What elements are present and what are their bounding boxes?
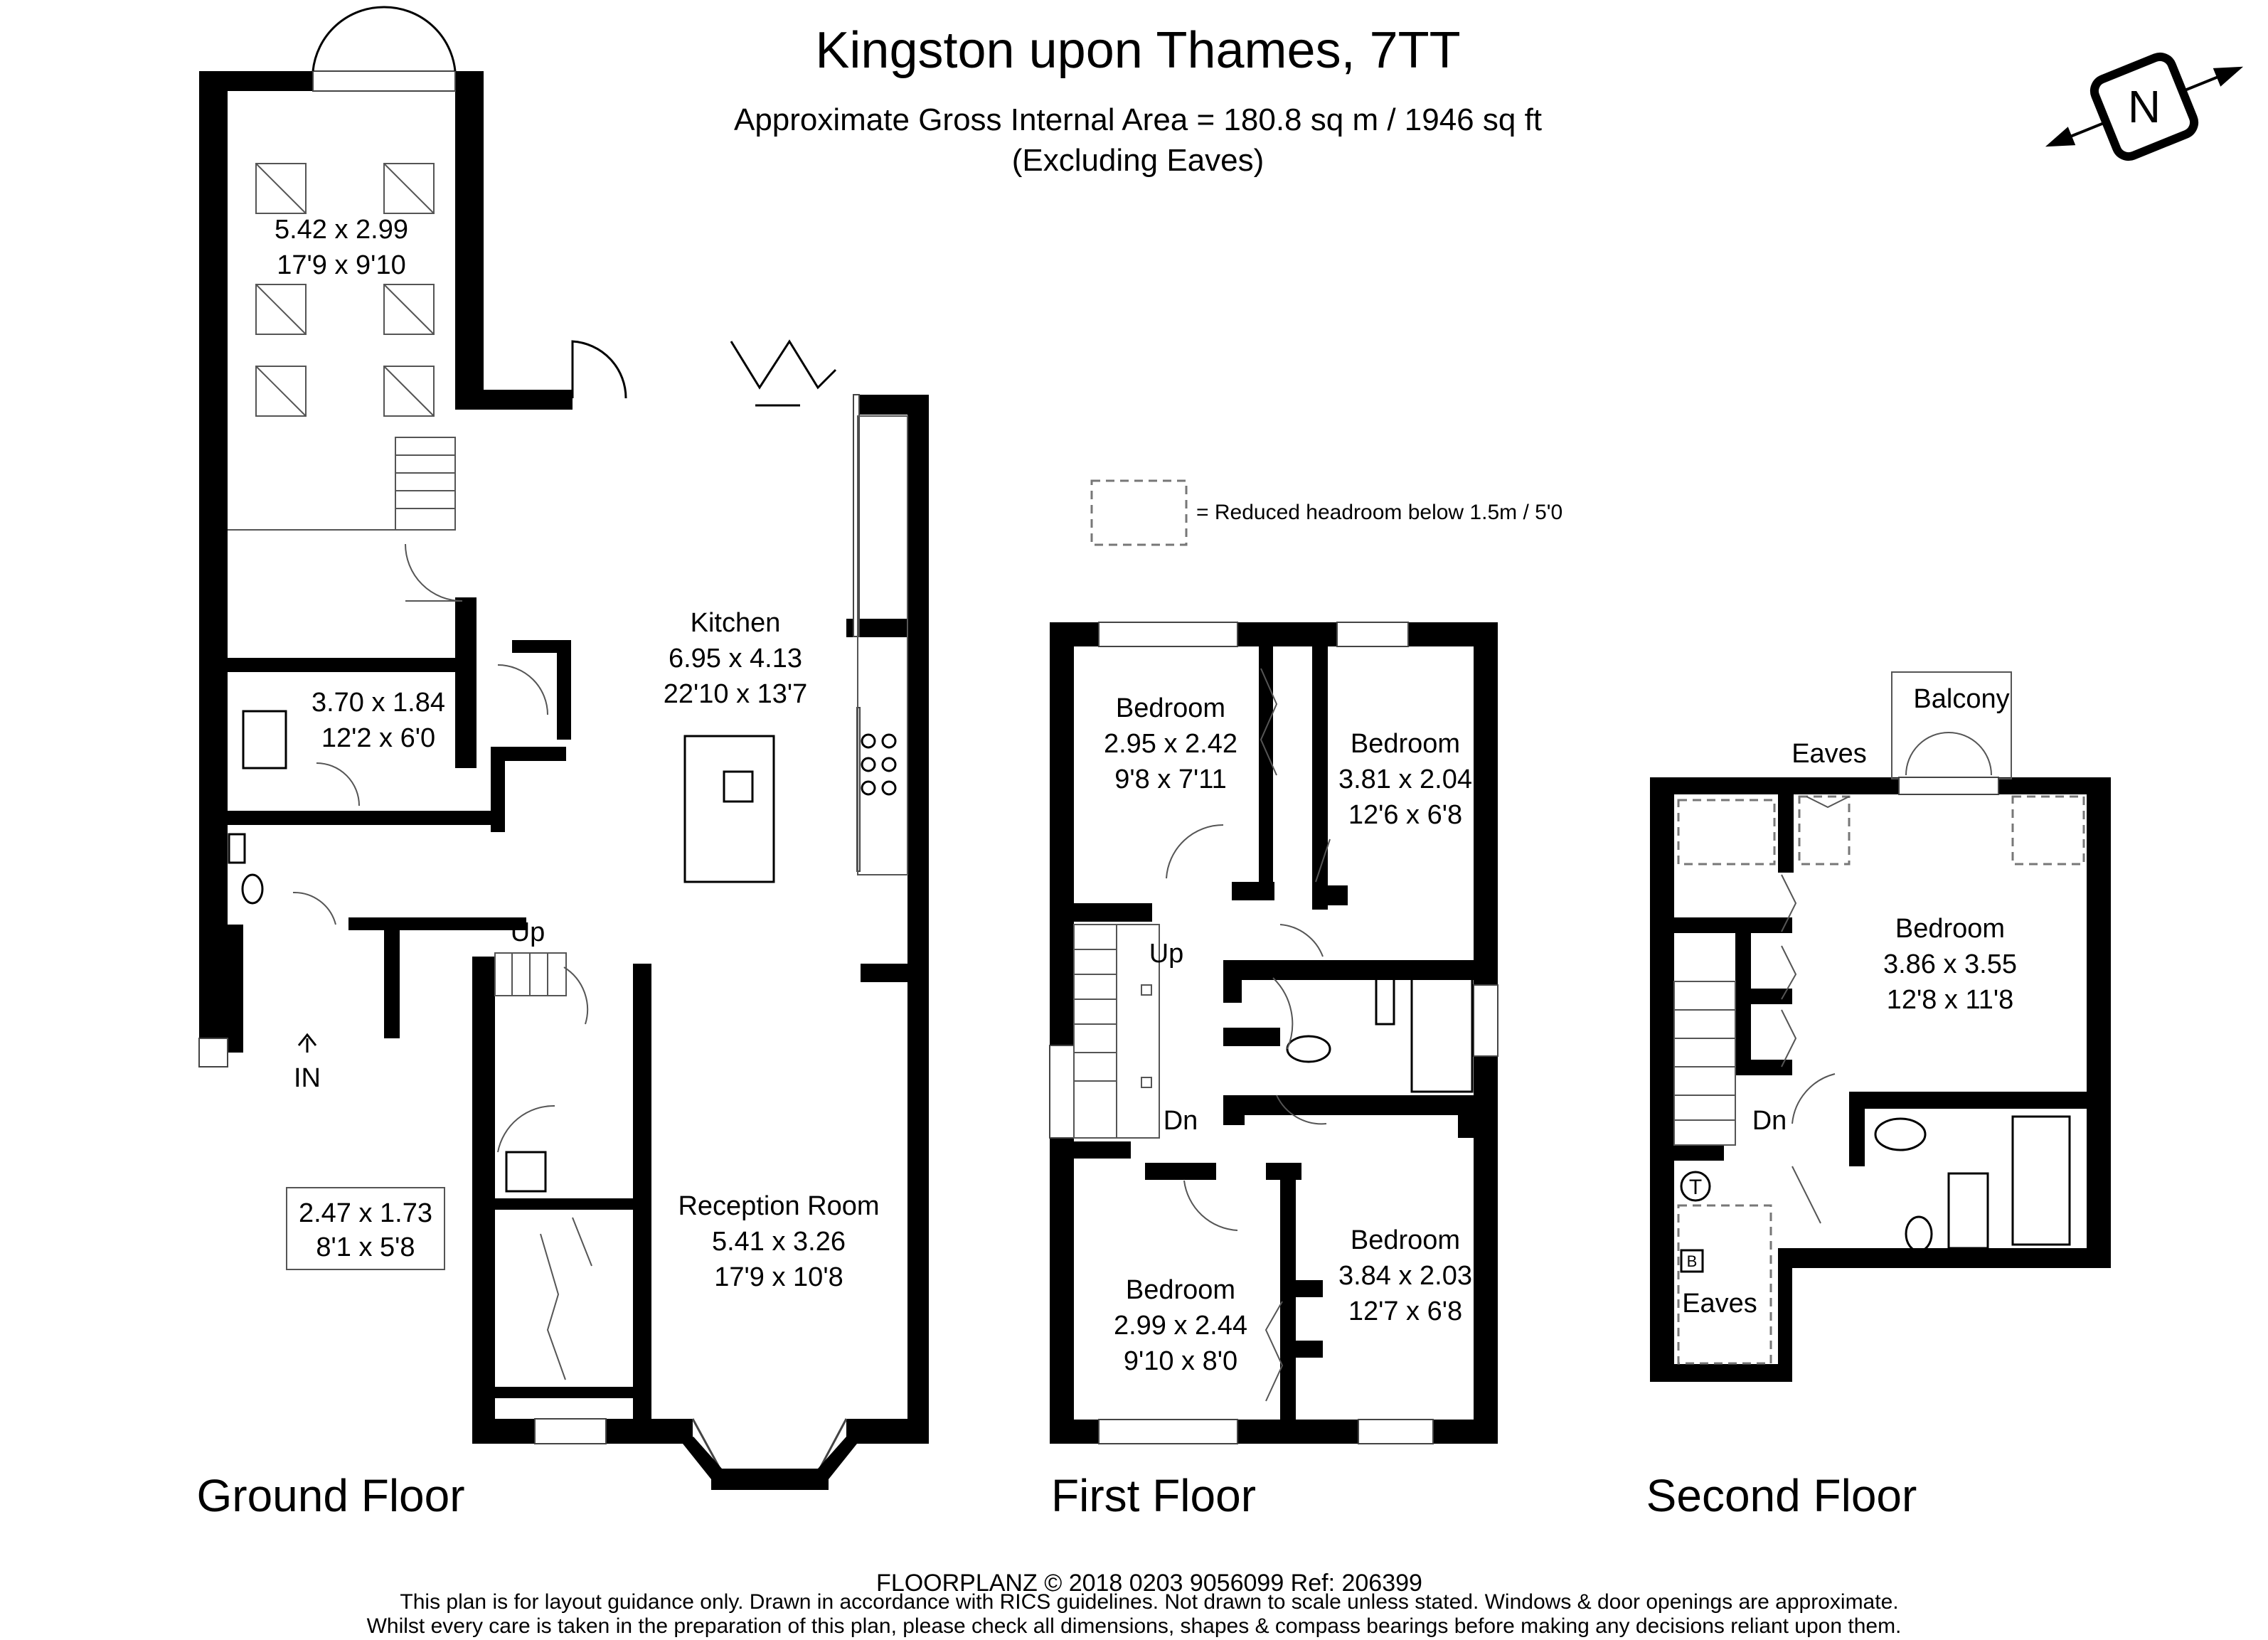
first-bedroom2-dim-m: 3.81 x 2.04 [1338,765,1472,794]
gross-area: Approximate Gross Internal Area = 180.8 … [734,102,1542,137]
kitchen-name: Kitchen [691,608,781,638]
footer-disclaimer-1: This plan is for layout guidance only. D… [400,1590,1898,1614]
reception-dim-m: 5.41 x 3.26 [712,1227,846,1257]
compass-north-label: N [2128,81,2161,132]
boiler-label: B [1687,1252,1698,1270]
footer-disclaimer-2: Whilst every care is taken in the prepar… [366,1614,1902,1638]
first-bedroom4-name: Bedroom [1351,1225,1460,1255]
first-bedroom2-name: Bedroom [1351,729,1460,759]
first-bedroom4-dim-m: 3.84 x 2.03 [1338,1261,1472,1291]
study-dim-m: 2.47 x 1.73 [299,1198,432,1228]
first-stairs-up-label: Up [1149,939,1184,969]
entrance-arrow-icon [297,1033,317,1053]
first-bedroom1-dim-ft: 9'8 x 7'11 [1114,765,1226,794]
first-bedroom1-name: Bedroom [1116,693,1225,723]
garden-room-dim-m: 5.42 x 2.99 [275,215,408,245]
reception-name: Reception Room [678,1191,879,1221]
first-bedroom3-dim-m: 2.99 x 2.44 [1114,1311,1247,1341]
compass [2045,52,2244,161]
entrance-label: IN [294,1063,321,1093]
first-bedroom1-dim-m: 2.95 x 2.42 [1104,729,1237,759]
ground-stairs-up-label: Up [511,917,545,947]
kitchen-dim-ft: 22'10 x 13'7 [664,679,808,709]
footer-company: FLOORPLANZ © 2018 0203 9056099 Ref: 2063… [876,1570,1422,1597]
first-bedroom2-dim-ft: 12'6 x 6'8 [1348,800,1462,830]
eaves-top-label: Eaves [1791,739,1867,769]
second-floor-plan: T B Balcony Eaves Eaves Bedroom 3.86 x 3… [1650,671,2111,1382]
reduced-headroom-swatch [1090,479,1188,546]
ground-floor-plan: 5.42 x 2.99 17'9 x 9'10 3.70 x 1.84 12'2… [198,6,929,1490]
kitchen-dim-m: 6.95 x 4.13 [669,644,802,673]
first-bedroom3-dim-ft: 9'10 x 8'0 [1124,1346,1237,1376]
second-bedroom-dim-m: 3.86 x 3.55 [1883,949,2017,979]
utility-dim-m: 3.70 x 1.84 [312,688,445,718]
garden-room-dim-ft: 17'9 x 9'10 [277,250,405,280]
first-floor-plan: Bedroom 2.95 x 2.42 9'8 x 7'11 Bedroom 3… [1049,622,1498,1444]
tank-label: T [1689,1176,1702,1199]
second-floor-label: Second Floor [1646,1470,1917,1521]
first-bedroom4-dim-ft: 12'7 x 6'8 [1348,1296,1462,1326]
boiler-icon [1680,1249,1704,1273]
first-bedroom3-name: Bedroom [1126,1275,1235,1305]
balcony-label: Balcony [1913,684,2009,714]
legend-label: = Reduced headroom below 1.5m / 5'0 [1196,501,1562,524]
ground-floor-label: Ground Floor [196,1470,464,1521]
study-label-box [286,1187,445,1270]
page-title: Kingston upon Thames, 7TT [815,22,1460,79]
second-stairs-down-label: Dn [1752,1106,1787,1136]
utility-dim-ft: 12'2 x 6'0 [321,723,435,753]
study-dim-ft: 8'1 x 5'8 [316,1232,415,1262]
second-bedroom-name: Bedroom [1895,914,2005,944]
first-floor-label: First Floor [1051,1470,1256,1521]
reception-dim-ft: 17'9 x 10'8 [714,1262,843,1292]
eaves-bottom-label: Eaves [1682,1289,1757,1319]
second-bedroom-dim-ft: 12'8 x 11'8 [1887,985,2014,1015]
water-tank-icon [1680,1171,1711,1202]
first-stairs-down-label: Dn [1164,1106,1198,1136]
area-note: (Excluding Eaves) [1012,143,1265,178]
